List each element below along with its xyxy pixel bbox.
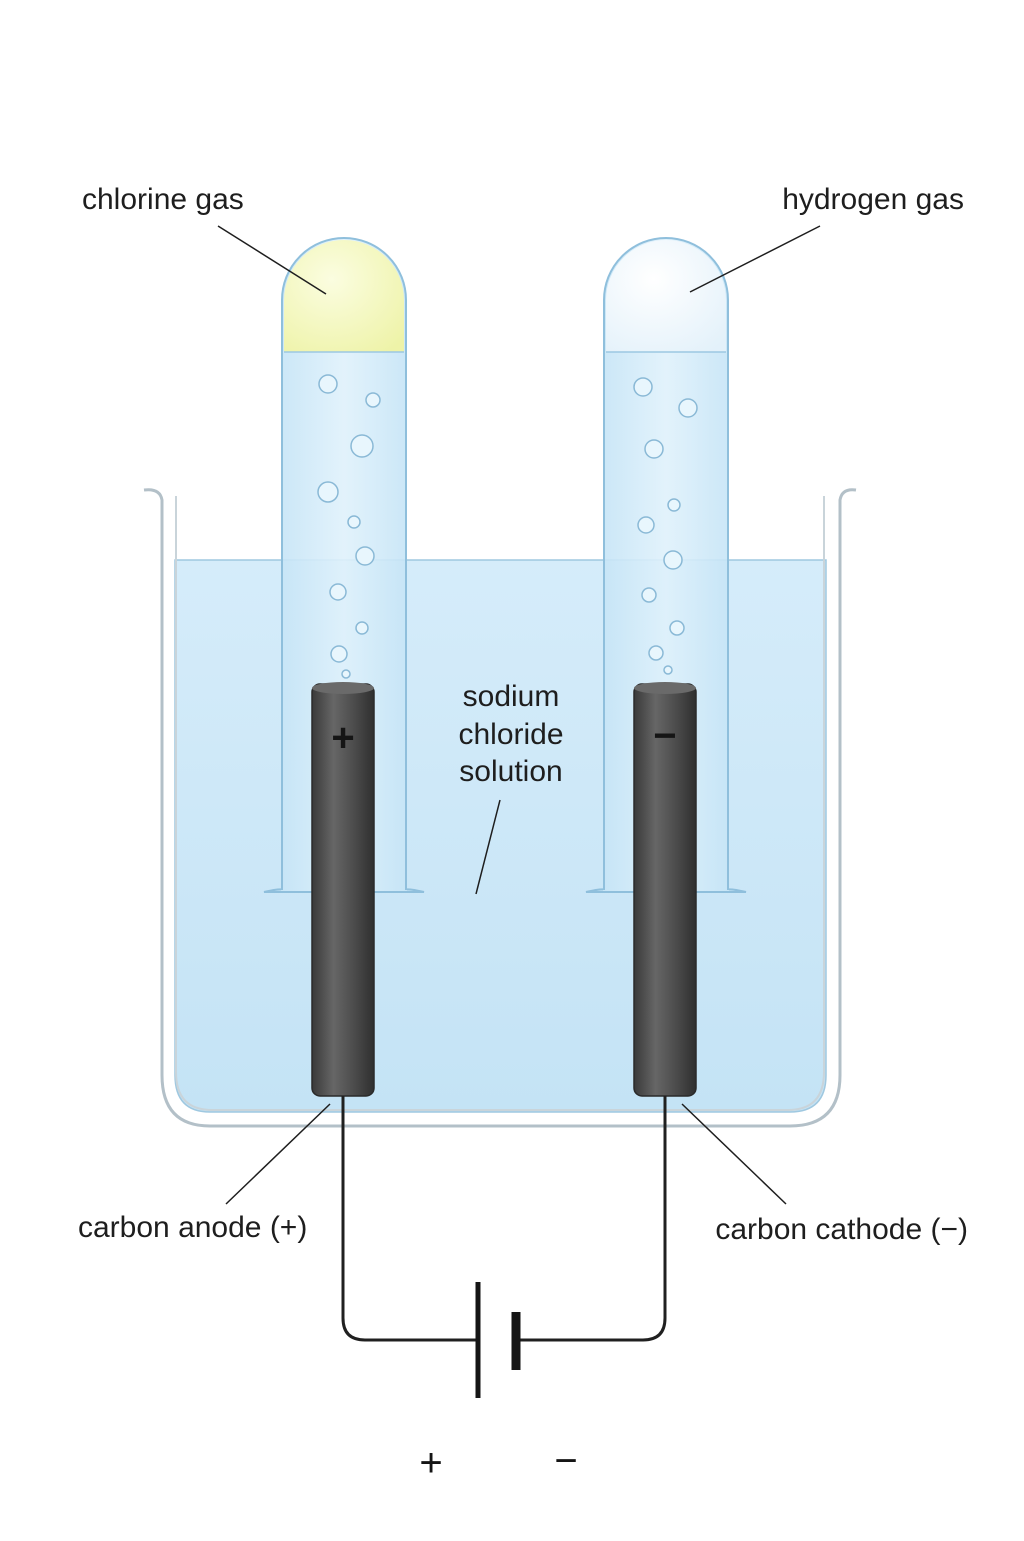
anode-wire [341, 1096, 478, 1342]
chlorine-bubbles [317, 374, 381, 679]
beaker [143, 488, 857, 1128]
solution-leader-line [475, 799, 501, 895]
solution-label-line3: solution [459, 755, 562, 788]
carbon-anode-label: carbon anode (+) [78, 1211, 307, 1244]
battery-positive-sign: + [419, 1441, 442, 1485]
hydrogen-gas-label: hydrogen gas [782, 183, 964, 216]
left-test-tube [263, 237, 425, 893]
hydrogen-leader-line [689, 225, 821, 293]
chlorine-leader-line [217, 225, 327, 295]
chlorine-gas-label: chlorine gas [82, 183, 244, 216]
chlorine-gas-region [284, 240, 404, 352]
solution-label-line2: chloride [458, 718, 563, 751]
cathode-leader-line [681, 1103, 787, 1205]
cathode-sign: − [653, 714, 676, 758]
anode-sign: + [331, 716, 354, 760]
hydrogen-gas-region [606, 240, 726, 352]
anode-leader-line [225, 1103, 331, 1205]
solution-label-line1: sodium [463, 680, 560, 713]
battery [475, 1282, 521, 1398]
cathode-wire [516, 1096, 667, 1342]
hydrogen-bubbles [633, 377, 698, 675]
beaker-inner-wall [175, 496, 825, 1111]
battery-negative-sign: − [554, 1439, 577, 1483]
carbon-cathode-label: carbon cathode (−) [715, 1213, 968, 1246]
